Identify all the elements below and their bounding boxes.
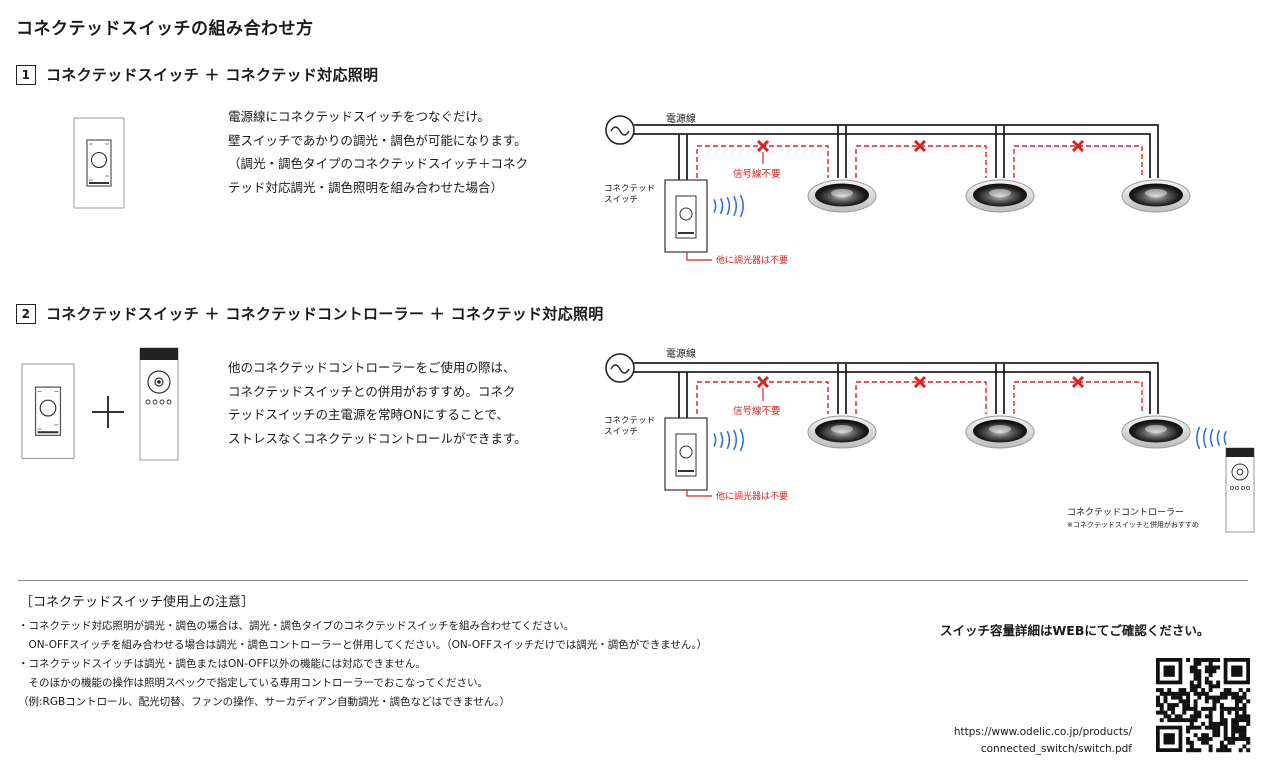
switch-label: コネクテッド スイッチ bbox=[604, 416, 655, 438]
signal-line-label: 信号線不要 bbox=[733, 406, 781, 417]
section2-desc-line: 他のコネクテッドコントローラーをご使用の際は、 bbox=[228, 360, 516, 375]
section2-description: 他のコネクテッドコントローラーをご使用の際は、 コネクテッドスイッチとの併用がお… bbox=[228, 356, 527, 450]
note-line: ・コネクテッドスイッチは調光・調色またはON-OFF以外の機能には対応できません… bbox=[18, 658, 426, 670]
note-line: （例:RGBコントロール、配光切替、ファンの操作、サーカディアン自動調光・調色な… bbox=[18, 696, 510, 708]
section1-heading: コネクテッドスイッチ ＋ コネクテッド対応照明 bbox=[46, 66, 379, 84]
switch-label-line: コネクテッド bbox=[604, 416, 656, 426]
controller-note: ※コネクテッドスイッチと併用がおすすめ bbox=[1067, 521, 1199, 529]
downlight-icon bbox=[807, 415, 877, 449]
wireless-signal-icon bbox=[713, 428, 744, 452]
notes-heading: ［コネクテッドスイッチ使用上の注意］ bbox=[20, 595, 255, 610]
signal-line-label: 信号線不要 bbox=[733, 169, 781, 180]
section2-heading: コネクテッドスイッチ ＋ コネクテッドコントローラー ＋ コネクテッド対応照明 bbox=[46, 305, 604, 323]
section2-number: 2 bbox=[16, 303, 36, 324]
section1-heading-row: 1 コネクテッドスイッチ ＋ コネクテッド対応照明 bbox=[16, 64, 378, 85]
section2-desc-line: テッドスイッチの主電源を常時ONにすることで、 bbox=[228, 407, 509, 422]
controller-label: コネクテッドコントローラー bbox=[1067, 508, 1185, 518]
web-info-heading: スイッチ容量詳細はWEBにてご確認ください。 bbox=[940, 623, 1210, 638]
downlight-icon bbox=[1121, 179, 1191, 213]
ac-power-icon bbox=[605, 353, 635, 383]
section1-number: 1 bbox=[16, 64, 36, 85]
section2-desc-line: コネクテッドスイッチとの併用がおすすめ。コネク bbox=[228, 383, 516, 399]
power-line-label: 電源線 bbox=[666, 349, 696, 360]
remote-controller-icon bbox=[1225, 447, 1255, 533]
note-line: そのほかの機能の操作は照明スペックで指定している専用コントローラーでおこなってく… bbox=[18, 677, 488, 689]
wiring-diagram-2 bbox=[605, 353, 1255, 533]
note-line: ・コネクテッド対応照明が調光・調色の場合は、調光・調色タイプのコネクテッドスイッ… bbox=[18, 620, 575, 632]
page-title: コネクテッドスイッチの組み合わせ方 bbox=[16, 19, 314, 39]
dimmer-label: 他に調光器は不要 bbox=[716, 256, 789, 266]
wall-switch-icon bbox=[21, 363, 75, 460]
remote-controller-icon bbox=[139, 347, 179, 461]
dimmer-label: 他に調光器は不要 bbox=[716, 492, 789, 502]
section1-desc-line: 壁スイッチであかりの調光・調色が可能になります。 bbox=[228, 132, 527, 148]
section1-desc-line: （調光・調色タイプのコネクテッドスイッチ＋コネク bbox=[228, 156, 529, 171]
url-line[interactable]: https://www.odelic.co.jp/products/ bbox=[953, 726, 1132, 738]
section1-desc-line: 電源線にコネクテッドスイッチをつなぐだけ。 bbox=[228, 109, 490, 124]
switch-label: コネクテッド スイッチ bbox=[604, 184, 655, 206]
wireless-signal-icon bbox=[713, 194, 744, 218]
url-text[interactable]: https://www.odelic.co.jp/products/ conne… bbox=[868, 724, 1132, 758]
notes-list: ・コネクテッド対応照明が調光・調色の場合は、調光・調色タイプのコネクテッドスイッ… bbox=[18, 617, 707, 712]
note-line: ON-OFFスイッチを組み合わせる場合は調光・調色コントローラーと併用してくださ… bbox=[18, 639, 708, 651]
wall-switch-icon bbox=[664, 417, 708, 491]
wall-switch-icon bbox=[73, 117, 125, 209]
qr-code-icon bbox=[1156, 658, 1251, 753]
wiring-diagram-1 bbox=[605, 115, 1191, 261]
section2-desc-line: ストレスなくコネクテッドコントロールができます。 bbox=[228, 430, 527, 446]
section2-heading-row: 2 コネクテッドスイッチ ＋ コネクテッドコントローラー ＋ コネクテッド対応照… bbox=[16, 303, 604, 324]
ac-power-icon bbox=[605, 115, 635, 145]
power-line-label: 電源線 bbox=[666, 114, 696, 125]
downlight-icon bbox=[1121, 415, 1191, 449]
url-line[interactable]: connected_switch/switch.pdf bbox=[980, 743, 1132, 755]
switch-label-line: コネクテッド bbox=[604, 184, 656, 194]
switch-label-line: スイッチ bbox=[604, 195, 639, 205]
plus-icon bbox=[92, 396, 124, 428]
switch-label-line: スイッチ bbox=[604, 427, 639, 437]
wireless-signal-icon bbox=[1196, 426, 1227, 450]
section-divider bbox=[18, 580, 1248, 581]
downlight-icon bbox=[965, 415, 1035, 449]
section1-description: 電源線にコネクテッドスイッチをつなぐだけ。 壁スイッチであかりの調光・調色が可能… bbox=[228, 105, 528, 199]
downlight-icon bbox=[807, 179, 877, 213]
wall-switch-icon bbox=[664, 179, 708, 253]
section1-desc-line: テッド対応調光・調色照明を組み合わせた場合） bbox=[228, 179, 504, 195]
downlight-icon bbox=[965, 179, 1035, 213]
